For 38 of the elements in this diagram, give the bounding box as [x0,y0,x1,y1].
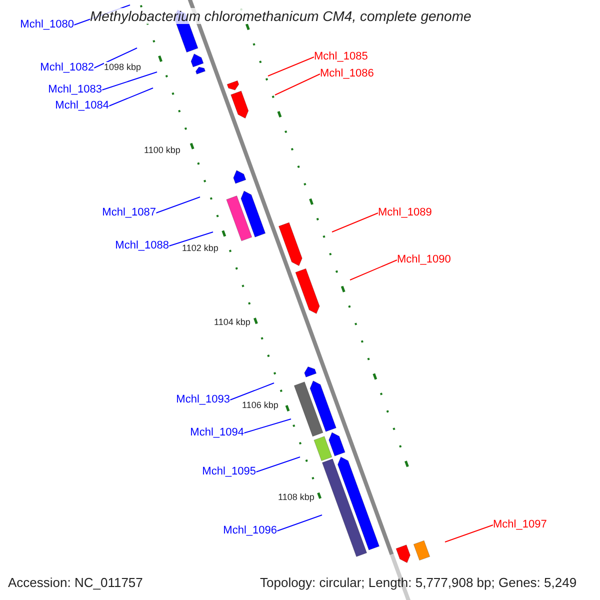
gene-label: Mchl_1090 [397,254,451,266]
gene-label: Mchl_1097 [493,518,547,532]
info-text: Topology: circular; Length: 5,777,908 bp; Genes: 5,249 [260,575,577,590]
leader-line [230,382,274,400]
leader-line [156,196,200,214]
gene-label: Mchl_1088 [115,240,169,252]
gene-label: Mchl_1083 [48,84,102,96]
leader-line [94,48,138,68]
position-label: 1100 kbp [144,145,180,155]
position-label: 1102 kbp [182,243,218,253]
leader-line [108,88,154,106]
gene-label: Mchl_1087 [102,206,156,220]
gene-label: Mchl_1082 [40,62,94,74]
leader-line [256,456,300,472]
info-text: Accession: NC_011757 [8,575,143,590]
leader-line [332,212,378,232]
position-label: 1106 kbp [242,400,278,410]
gene-label: Mchl_1093 [176,394,230,406]
leader-line [274,74,320,96]
leader-line [168,232,214,246]
leader-line [444,524,494,542]
gene-label: Mchl_1089 [378,206,432,220]
gene-label: Mchl_1086 [320,68,374,80]
gene-label: Mchl_1095 [202,466,256,478]
leader-line [350,260,398,280]
title: Methylobacterium chloromethanicum CM4, complete genome [90,8,472,24]
gene-label: Mchl_1080 [20,18,74,32]
leader-line [102,72,158,90]
gene-label: Mchl_1085 [314,50,368,64]
gene-label: Mchl_1084 [55,100,109,112]
leader-line [244,418,292,434]
position-label: 1108 kbp [278,492,314,502]
position-label: 1104 kbp [214,317,250,327]
leader-line [268,56,314,76]
position-label: 1098 kbp [104,62,142,72]
gene-label: Mchl_1096 [223,524,277,538]
gene-label: Mchl_1094 [190,426,244,440]
leader-line [276,514,322,532]
